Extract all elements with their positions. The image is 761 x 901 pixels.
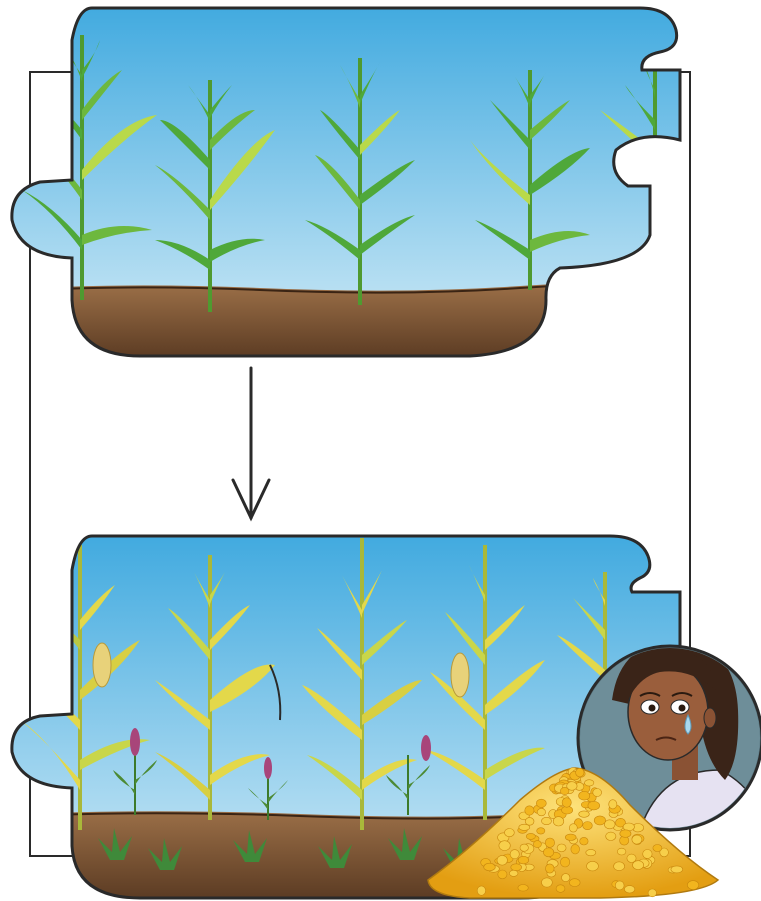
corn-kernel [579,791,590,800]
corn-kernel [587,861,599,871]
corn-kernel [509,870,518,876]
corn-kernel [484,863,496,871]
corn-kernel [571,844,580,854]
corn-kernel [518,885,528,892]
corn-kernel [624,886,634,893]
corn-kernel [560,857,569,867]
corn-kernel [499,841,510,851]
corn-kernel [537,808,545,815]
corn-kernel [542,817,552,824]
corn-kernel [536,799,546,807]
corn-kernel [569,824,577,832]
corn-kernel [557,844,566,852]
corn-kernel [594,816,605,825]
corn-kernel [583,822,593,830]
corn-kernel [648,889,656,897]
corn-kernel [609,800,617,809]
corn-kernel [511,864,522,871]
corn-kernel [542,878,553,887]
corn-kernel [546,864,555,873]
corn-kernel [533,841,541,848]
corn-kernel [556,885,565,893]
corn-kernel [586,849,596,855]
corn-kernel [579,811,590,817]
corn-kernel [525,806,534,815]
corn-kernel [560,787,569,794]
corn-kernel [526,833,535,839]
corn-kernel [510,850,519,859]
healthy-soil [0,283,761,360]
corn-kernel [553,817,564,826]
corn-kernel [518,856,529,864]
corn-kernel [593,789,602,797]
corn-kernel [520,844,528,851]
corn-kernel [565,834,576,840]
corn-kernel [505,829,515,837]
corn-kernel [477,886,485,895]
corn-kernel [687,881,698,890]
corn-kernel [614,862,625,871]
corn-kernel [653,845,662,852]
corn-kernel [604,820,615,829]
corn-kernel [498,870,507,879]
corn-kernel [497,855,507,865]
healthy-field-panel [0,0,761,360]
corn-kernel [588,801,600,810]
corn-kernel [671,866,683,873]
corn-kernel [585,780,594,786]
corn-kernel [569,879,580,887]
corn-kernel [537,828,545,834]
corn-kernel [606,832,616,840]
corn-kernel [617,848,626,855]
down-arrow-icon [233,368,269,518]
corn-kernel [620,830,631,838]
corn-kernel [543,848,553,857]
corn-kernel [545,838,554,847]
corn-kernel [643,850,652,859]
corn-kernel [615,881,624,890]
corn-kernel [525,818,534,826]
corn-kernel [576,768,584,777]
corn-kernel [580,837,588,845]
corn-kernel [519,824,530,830]
corn-kernel [633,861,644,870]
corn-kernel [562,798,571,808]
corn-kernel [562,874,570,882]
corn-kernel [632,835,642,844]
